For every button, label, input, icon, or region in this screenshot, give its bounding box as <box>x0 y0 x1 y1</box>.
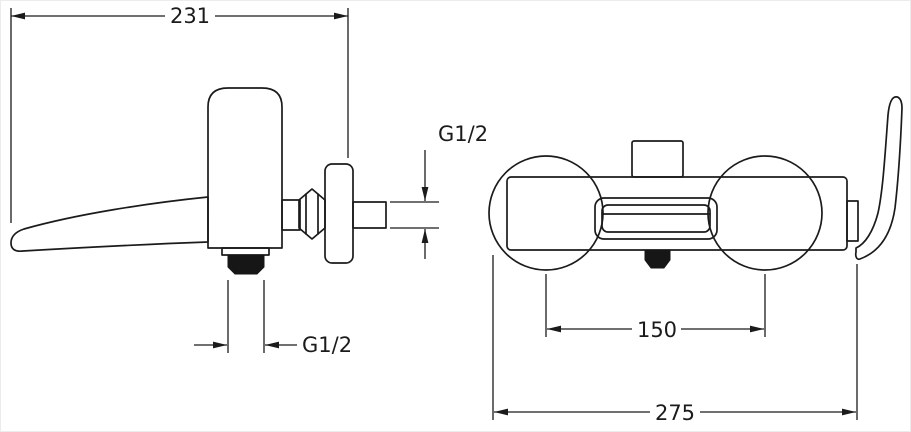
left-flange <box>488 155 604 271</box>
dimension-overall-width: 275 <box>492 255 858 425</box>
supply-pipe <box>352 201 387 229</box>
spout-aperture-inner <box>601 204 711 233</box>
hose-outlet-nut <box>227 254 265 275</box>
dim-bottom-thread-label: G1/2 <box>302 333 352 357</box>
dim-overall-length-label: 231 <box>170 4 210 28</box>
right-flange <box>707 155 823 271</box>
dimension-wall-thread: G1/2 <box>390 122 488 259</box>
dim-wall-thread-label: G1/2 <box>438 122 488 146</box>
dimension-inlet-centers: 150 <box>545 274 766 342</box>
wall-collar <box>281 199 301 231</box>
handle-lever <box>854 96 903 261</box>
hex-nut <box>298 188 326 240</box>
hose-outlet-front <box>644 249 671 269</box>
spout-aperture-outer <box>594 197 718 240</box>
dim-inlet-centers-label: 150 <box>637 318 677 342</box>
dimension-overall-length: 231 <box>10 4 349 223</box>
front-view: 150 275 <box>488 96 903 425</box>
spout <box>10 196 209 253</box>
mixer-body <box>207 87 283 249</box>
handle-stem <box>846 200 859 242</box>
outlet-step <box>221 247 270 256</box>
cartridge-base <box>631 140 684 178</box>
side-view: 231 G1/2 G1/2 <box>10 4 488 357</box>
dim-overall-width-label: 275 <box>655 401 695 425</box>
dimension-bottom-thread: G1/2 <box>194 280 352 357</box>
wall-flange <box>324 163 354 264</box>
